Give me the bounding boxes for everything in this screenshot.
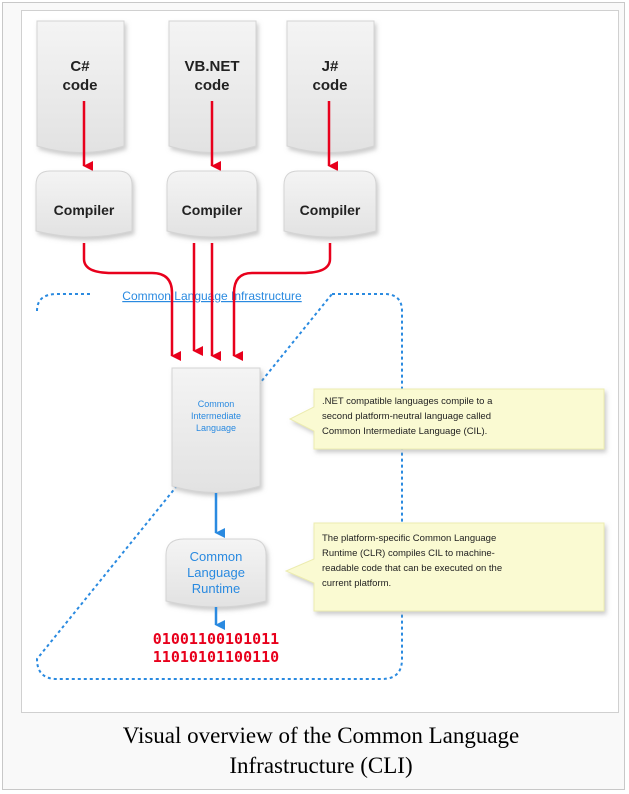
compiler-label: Compiler bbox=[182, 202, 243, 218]
caption-line2: Infrastructure (CLI) bbox=[229, 753, 413, 778]
note-cil-line1: .NET compatible languages compile to a bbox=[322, 396, 493, 407]
source-label-line1: VB.NET bbox=[184, 58, 239, 75]
note-cil: .NET compatible languages compile to a s… bbox=[288, 388, 605, 450]
arrow-compiler-to-cil bbox=[82, 243, 181, 361]
cil-label-line3: Language bbox=[196, 423, 236, 433]
source-label-line1: J# bbox=[322, 58, 339, 75]
cil-label-line2: Intermediate bbox=[191, 411, 241, 421]
figure-caption: Visual overview of the Common Language I… bbox=[23, 721, 619, 781]
compiler-label: Compiler bbox=[300, 202, 361, 218]
clr-label-line1: Common bbox=[190, 549, 243, 564]
note-clr: The platform-specific Common Language Ru… bbox=[284, 522, 605, 612]
binary-line1: 01001100101011 bbox=[153, 630, 279, 648]
compiler-label: Compiler bbox=[54, 202, 115, 218]
note-clr-line4: current platform. bbox=[322, 578, 391, 589]
source-label-line2: code bbox=[312, 77, 347, 94]
cli-diagram: C# code VB.NET code J# code Compiler bbox=[35, 20, 605, 680]
machine-code-binary: 01001100101011 11010101100110 bbox=[153, 630, 279, 666]
source-label-line1: C# bbox=[70, 58, 90, 75]
clr-label-line3: Runtime bbox=[192, 581, 240, 596]
source-doc-csharp: C# code bbox=[36, 20, 125, 153]
source-doc-vbnet: VB.NET code bbox=[168, 20, 257, 153]
source-label-line2: code bbox=[194, 77, 229, 94]
cil-document: Common Intermediate Language bbox=[171, 367, 261, 493]
clr-label-line2: Language bbox=[187, 565, 245, 580]
diagram-image[interactable]: C# code VB.NET code J# code Compiler bbox=[21, 10, 619, 713]
source-doc-jsharp: J# code bbox=[286, 20, 375, 153]
binary-line2: 11010101100110 bbox=[153, 648, 279, 666]
clr-box: Common Language Runtime bbox=[165, 538, 267, 608]
note-cil-line3: Common Intermediate Language (CIL). bbox=[322, 426, 487, 437]
cli-boundary bbox=[35, 293, 403, 680]
caption-line1: Visual overview of the Common Language bbox=[122, 723, 520, 748]
compiler-box-3: Compiler bbox=[283, 170, 377, 238]
note-cil-line2: second platform-neutral language called bbox=[322, 411, 491, 422]
compiler-box-2: Compiler bbox=[166, 170, 258, 238]
note-clr-line2: Runtime (CLR) compiles CIL to machine- bbox=[322, 548, 495, 559]
note-clr-line3: readable code that can be executed on th… bbox=[322, 563, 502, 574]
cil-label-line1: Common bbox=[198, 399, 235, 409]
compiler-box-1: Compiler bbox=[35, 170, 133, 238]
source-label-line2: code bbox=[62, 77, 97, 94]
arrow-compiler-to-cil bbox=[232, 243, 332, 361]
note-clr-line1: The platform-specific Common Language bbox=[322, 533, 496, 544]
